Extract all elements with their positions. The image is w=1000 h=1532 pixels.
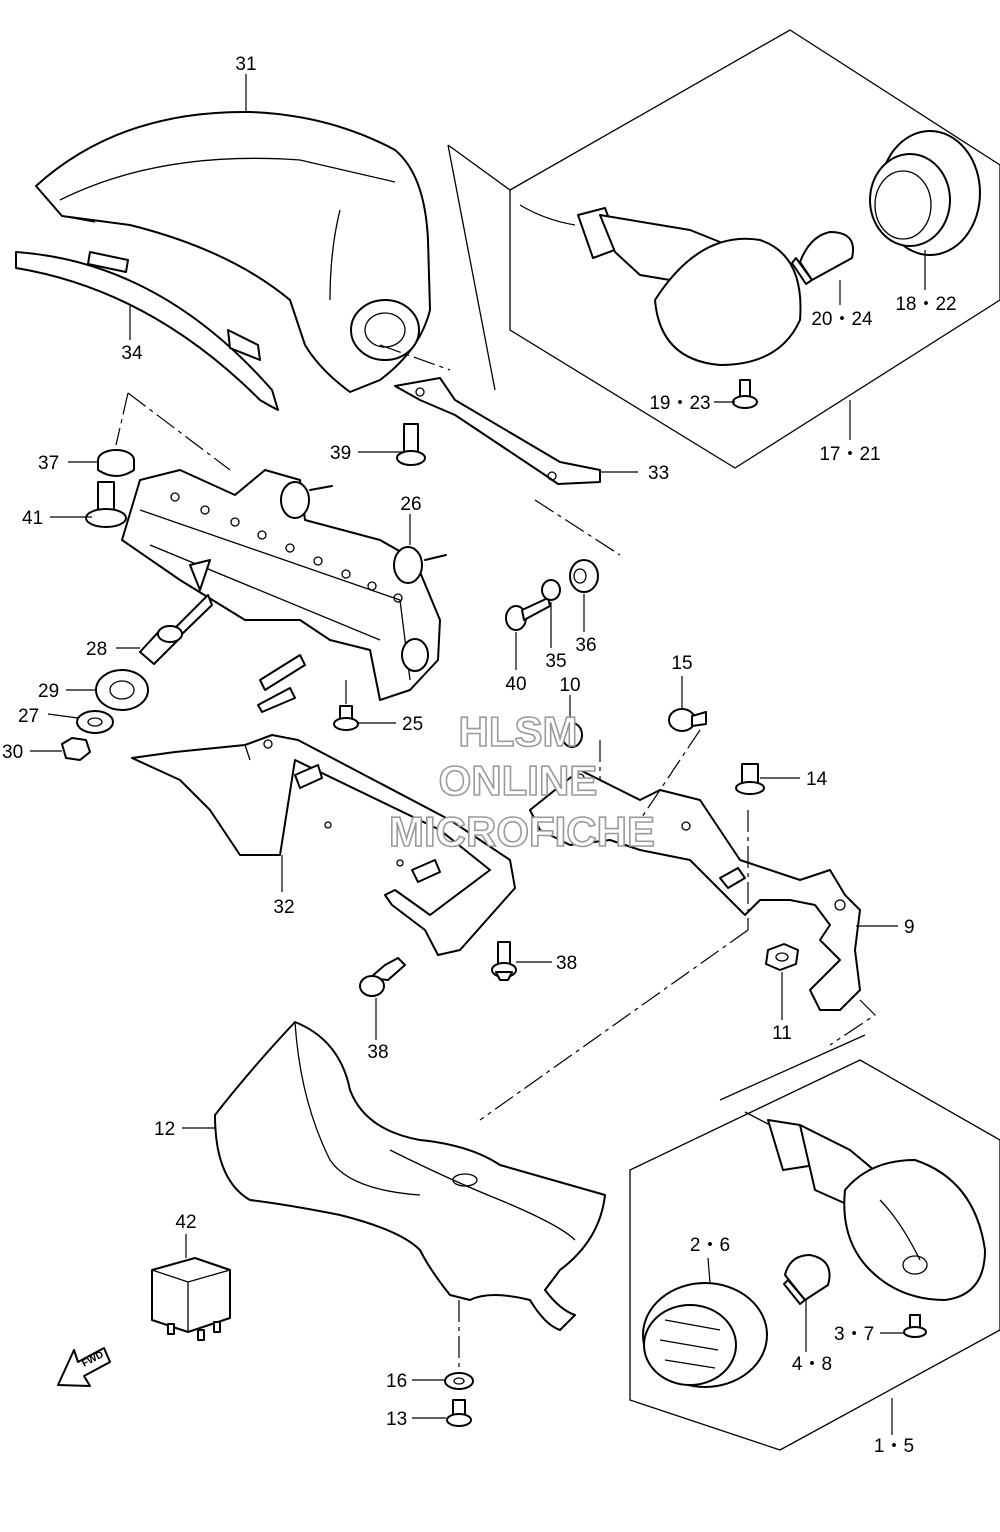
part-33-bracket[interactable]: [394, 377, 601, 485]
part-18-lens-housing[interactable]: [869, 130, 981, 256]
part-39-bolt[interactable]: [396, 423, 426, 466]
label-17-21: 17・21: [819, 444, 880, 465]
label-32: 32: [273, 897, 294, 918]
part-29-rubber-mount[interactable]: [95, 669, 149, 711]
label-10: 10: [559, 675, 580, 696]
part-19-screw-rear[interactable]: [732, 379, 758, 409]
part-27-washer[interactable]: [76, 710, 114, 734]
part-28-spacer[interactable]: [139, 625, 183, 665]
label-37: 37: [38, 453, 59, 474]
part-25-bolt[interactable]: [333, 705, 359, 731]
watermark-line3: MICROFICHE: [389, 808, 655, 855]
part-11-nut[interactable]: [765, 943, 799, 971]
part-34-reflector-strip[interactable]: [15, 251, 279, 411]
label-38-left: 38: [367, 1042, 388, 1063]
watermark-line1: HLSM: [459, 708, 578, 755]
part-30-nut[interactable]: [61, 737, 91, 761]
part-35-washer[interactable]: [541, 579, 561, 601]
label-18-22: 18・22: [895, 294, 956, 315]
part-9-bracket[interactable]: [529, 769, 861, 1011]
part-16-washer[interactable]: [444, 1372, 474, 1390]
label-35: 35: [545, 651, 566, 672]
part-41-bolt[interactable]: [85, 481, 127, 528]
part-38-pin-left[interactable]: [359, 957, 406, 997]
part-4-bulb-front[interactable]: [783, 1254, 831, 1305]
watermark-line2: ONLINE: [439, 757, 598, 804]
part-42-relay[interactable]: [151, 1257, 231, 1341]
part-10-clip[interactable]: [561, 722, 583, 748]
label-25: 25: [402, 714, 423, 735]
label-16: 16: [386, 1371, 407, 1392]
part-3-screw-front[interactable]: [903, 1314, 927, 1338]
label-12: 12: [154, 1119, 175, 1140]
label-3-7: 3・7: [834, 1324, 874, 1345]
label-31: 31: [235, 54, 256, 75]
part-15-nut[interactable]: [668, 708, 707, 732]
part-20-bulb-rear[interactable]: [791, 231, 854, 285]
label-40: 40: [505, 674, 526, 695]
label-34: 34: [121, 343, 143, 364]
label-15: 15: [671, 653, 692, 674]
reference-lines: [115, 344, 876, 1370]
label-33: 33: [648, 463, 669, 484]
label-4-8: 4・8: [792, 1354, 832, 1375]
label-41: 41: [22, 508, 43, 529]
label-30: 30: [2, 742, 23, 763]
part-number-labels: 31 34 37 41 39 26 33 28 29 27 30 25 40 3…: [2, 54, 957, 1457]
part-14-grommet[interactable]: [735, 763, 765, 795]
part-2-lens-front[interactable]: [642, 1282, 768, 1388]
part-1-turn-signal-front[interactable]: [744, 1111, 986, 1301]
label-9: 9: [904, 917, 915, 938]
part-12-front-cover[interactable]: [214, 1021, 606, 1331]
label-14: 14: [806, 769, 828, 790]
label-29: 29: [38, 681, 59, 702]
part-26-license-bracket[interactable]: [121, 469, 447, 713]
label-11: 11: [772, 1023, 792, 1044]
part-31-tail-cover[interactable]: [35, 110, 431, 393]
part-32-lower-bracket[interactable]: [131, 734, 516, 956]
part-40-screw[interactable]: [505, 597, 551, 631]
label-19-23: 19・23: [649, 393, 710, 414]
part-13-bolt[interactable]: [446, 1399, 472, 1427]
part-36-collar[interactable]: [569, 559, 599, 593]
label-26: 26: [400, 494, 421, 515]
label-39: 39: [330, 443, 351, 464]
label-27: 27: [18, 706, 39, 727]
part-17-turn-signal-rear[interactable]: [519, 204, 802, 366]
part-37-grommet[interactable]: [97, 449, 135, 477]
label-36: 36: [575, 635, 596, 656]
label-2-6: 2・6: [690, 1235, 730, 1256]
label-38-right: 38: [556, 953, 577, 974]
leader-lines: [30, 74, 926, 1435]
turn-signal-box-rear: [447, 29, 1000, 469]
fwd-arrow-icon: FWD: [57, 1347, 111, 1387]
part-38-pin-right[interactable]: [491, 941, 517, 981]
label-1-5: 1・5: [874, 1436, 914, 1457]
label-42: 42: [175, 1212, 196, 1233]
label-20-24: 20・24: [811, 309, 873, 330]
label-13: 13: [386, 1409, 407, 1430]
label-28: 28: [86, 639, 107, 660]
turn-signal-box-front: [629, 1034, 1000, 1451]
watermark: HLSM ONLINE MICROFICHE: [388, 707, 656, 856]
